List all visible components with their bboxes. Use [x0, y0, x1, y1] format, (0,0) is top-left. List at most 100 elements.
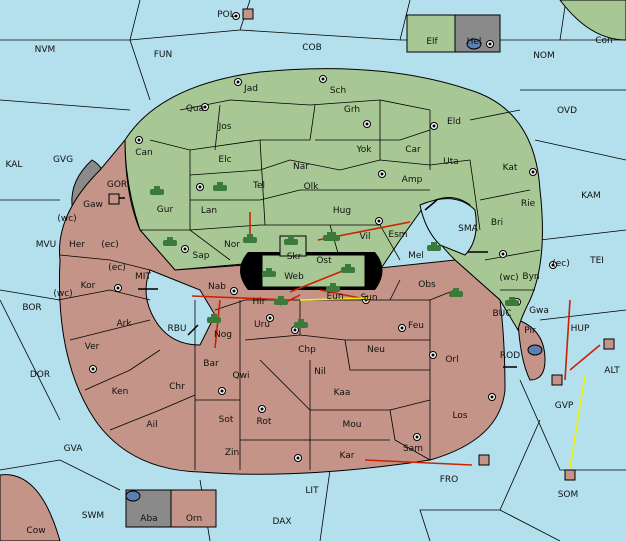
label-olk: Olk: [304, 182, 320, 192]
coast-tag: (wc): [57, 214, 76, 224]
army-unit-vil[interactable]: [326, 232, 340, 241]
army-unit-gur[interactable]: [150, 186, 164, 195]
coast-tag: (ec): [101, 240, 119, 250]
label-pol: POL: [217, 10, 235, 20]
label-sma: SMA: [458, 224, 478, 234]
region-sma-inner[interactable]: [419, 198, 477, 256]
label-qua: Qua: [186, 104, 204, 114]
units: [108, 8, 615, 502]
supply-center-dot: [260, 407, 264, 411]
army-icon: [284, 239, 298, 245]
supply-center-dot: [91, 367, 95, 371]
label-mit: MIT: [135, 272, 151, 282]
supply-center-dot: [116, 286, 120, 290]
label-lan: Lan: [201, 206, 217, 216]
label-dax: DAX: [272, 517, 291, 527]
label-rot: Rot: [257, 417, 272, 427]
army-icon: [262, 271, 276, 277]
army-unit-nog[interactable]: [207, 314, 221, 323]
label-nil: Nil: [314, 367, 326, 377]
army-unit-hir[interactable]: [274, 296, 288, 305]
label-ovd: OVD: [557, 106, 577, 116]
army-icon: [213, 185, 227, 191]
label-elf: Elf: [426, 37, 438, 47]
region-orn[interactable]: [170, 489, 217, 528]
unit-marker[interactable]: [564, 469, 576, 481]
label-kat: Kat: [503, 163, 518, 173]
label-eld: Eld: [447, 117, 461, 127]
army-turret: [330, 232, 336, 236]
supply-center-dot: [432, 124, 436, 128]
army-turret: [288, 236, 294, 240]
label-ost: Ost: [316, 256, 332, 266]
army-unit-skr[interactable]: [284, 236, 298, 245]
label-ver: Ver: [85, 342, 100, 352]
coast-tag: (wc): [499, 273, 518, 283]
fleet-unit-pir[interactable]: [527, 344, 543, 356]
supply-center-dot: [400, 326, 404, 330]
label-buc: BUC: [492, 309, 511, 319]
supply-center-dot: [501, 252, 505, 256]
label-alt: ALT: [604, 366, 620, 376]
supply-center-dot: [490, 395, 494, 399]
unit-marker[interactable]: [478, 454, 490, 466]
army-unit-tel[interactable]: [213, 182, 227, 191]
label-orl: Orl: [445, 355, 458, 365]
label-hir: Hir: [253, 297, 266, 307]
army-turret: [431, 242, 437, 246]
unit-marker[interactable]: [603, 338, 615, 350]
coast-tag: (ec): [108, 263, 126, 273]
label-sam: Sam: [403, 444, 423, 454]
army-unit-web[interactable]: [262, 268, 276, 277]
supply-center-dot: [377, 219, 381, 223]
label-con: Con: [595, 36, 613, 46]
supply-center-dot: [296, 456, 300, 460]
unit-marker[interactable]: [242, 8, 254, 20]
supply-center-dot: [415, 435, 419, 439]
label-cow: Cow: [26, 526, 45, 536]
label-esm: Esm: [388, 230, 407, 240]
label-chr: Chr: [169, 382, 185, 392]
army-unit-uru[interactable]: [294, 319, 308, 328]
supply-center-dot: [293, 328, 297, 332]
label-car: Car: [405, 145, 421, 155]
label-eun: Eun: [326, 292, 343, 302]
fleet-unit-aba[interactable]: [125, 490, 141, 502]
army-unit-eun[interactable]: [326, 283, 340, 292]
label-orn: Orn: [186, 514, 202, 524]
army-unit-mel[interactable]: [427, 242, 441, 251]
army-unit-gwa[interactable]: [505, 297, 519, 306]
label-gvp: GVP: [555, 401, 574, 411]
supply-center-dot: [183, 247, 187, 251]
army-unit-sap[interactable]: [163, 237, 177, 246]
army-icon: [326, 235, 340, 241]
label-ark: Ark: [116, 319, 132, 329]
label-dor: DOR: [30, 370, 50, 380]
label-cob: COB: [302, 43, 322, 53]
supply-center-dot: [220, 389, 224, 393]
supply-center-dot: [268, 316, 272, 320]
supply-center-dot: [488, 42, 492, 46]
supply-center-dot: [203, 105, 207, 109]
label-can: Can: [135, 148, 153, 158]
army-turret: [278, 296, 284, 300]
supply-center-dot: [232, 289, 236, 293]
label-sch: Sch: [330, 86, 346, 96]
label-aba: Aba: [140, 514, 157, 524]
label-fun: FUN: [154, 50, 173, 60]
label-gva: GVA: [64, 444, 84, 454]
army-icon: [341, 267, 355, 273]
label-gaw: Gaw: [83, 200, 103, 210]
army-unit-obs[interactable]: [449, 288, 463, 297]
label-elc: Elc: [218, 155, 231, 165]
supply-center-dot: [380, 172, 384, 176]
label-uru: Uru: [254, 320, 270, 330]
region-elf[interactable]: [406, 14, 456, 53]
unit-marker[interactable]: [551, 374, 563, 386]
unit-marker[interactable]: [108, 193, 120, 205]
fleet-unit-hel[interactable]: [466, 38, 482, 50]
army-unit-ost[interactable]: [341, 264, 355, 273]
label-swm: SWM: [82, 511, 104, 521]
supply-center-dot: [234, 14, 238, 18]
army-unit-nor[interactable]: [243, 234, 257, 243]
